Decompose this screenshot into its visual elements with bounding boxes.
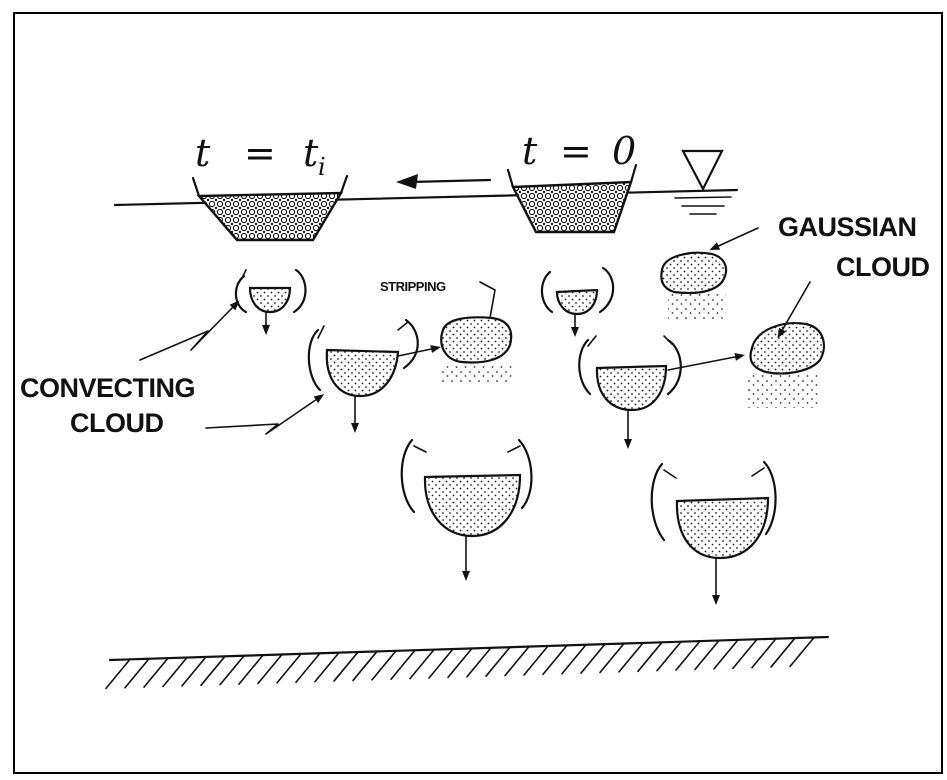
stripping-label: STRIPPING xyxy=(380,279,446,294)
seabed-hatch-line xyxy=(276,653,302,684)
label-time-zero: t = 0 xyxy=(522,129,636,173)
time-initial-subscript: i xyxy=(318,153,326,181)
seabed-hatch-line xyxy=(200,655,226,687)
seabed-hatch-line xyxy=(219,654,245,686)
gaussian-pointer-upper xyxy=(709,227,759,251)
seabed-hatch-line xyxy=(143,657,169,688)
seabed-hatch-line xyxy=(257,653,283,685)
time-initial-t: t xyxy=(195,131,211,175)
motion-arrow-icon xyxy=(396,174,492,189)
hopper-zero xyxy=(506,163,638,234)
seabed-hatch-line xyxy=(751,637,777,669)
seabed-hatch-line xyxy=(713,639,739,670)
time-zero-t: t xyxy=(522,129,538,173)
convecting-cloud-large-right xyxy=(650,460,777,605)
seabed-hatch-line xyxy=(314,651,340,683)
seabed-hatch-line xyxy=(466,646,492,678)
time-zero-value: 0 xyxy=(612,129,636,173)
convecting-cloud-small-right xyxy=(540,266,615,337)
gaussian-label-line2: CLOUD xyxy=(836,252,930,282)
time-initial-equals: = xyxy=(244,131,276,175)
seabed-hatch-line xyxy=(637,641,663,673)
seabed-hatch-line xyxy=(181,656,207,687)
seabed-hatch-line xyxy=(124,657,150,689)
time-zero-equals: = xyxy=(560,129,592,173)
seabed-hatch-line xyxy=(694,639,720,671)
label-time-initial: t = t i xyxy=(195,131,326,181)
time-initial-ti: t xyxy=(303,131,319,175)
seabed-hatch-line xyxy=(428,648,454,679)
hopper-initial xyxy=(191,174,349,242)
seabed-hatch-line xyxy=(295,652,321,684)
seabed-hatch-line xyxy=(371,650,397,681)
convecting-pointer-lower xyxy=(205,394,325,435)
gaussian-cloud-lower-right xyxy=(748,322,825,408)
convecting-pointer-upper xyxy=(139,300,240,361)
seabed-hatch-line xyxy=(447,647,473,679)
seabed-hatch-line xyxy=(162,656,188,688)
seabed-hatch-line xyxy=(599,642,625,674)
seabed-hatch-line xyxy=(390,649,416,681)
water-surface-triangle-icon xyxy=(674,149,732,215)
seabed-hatch-line xyxy=(656,640,682,672)
seabed-hatch-line xyxy=(789,636,815,668)
convecting-cloud-medium-right xyxy=(578,335,745,449)
gaussian-label-line1: GAUSSIAN xyxy=(778,212,917,242)
seabed-hatch-line xyxy=(238,654,264,685)
seabed-hatching-icon xyxy=(105,635,830,690)
convecting-label-line2: CLOUD xyxy=(70,408,164,438)
label-pointers xyxy=(139,227,811,435)
seabed-hatch-line xyxy=(732,638,758,670)
convecting-cloud-large-left xyxy=(400,438,533,581)
gaussian-cloud-upper-right xyxy=(660,251,728,320)
seabed-hatch-line xyxy=(504,645,530,677)
convecting-cloud-medium-left xyxy=(307,318,441,433)
gaussian-cloud-stripped-left xyxy=(440,316,513,384)
seabed-hatch-line xyxy=(333,651,359,682)
convecting-cloud-small-left xyxy=(234,268,307,335)
seabed-hatch-line xyxy=(675,640,701,671)
seabed-hatch-line xyxy=(352,650,378,682)
seabed-hatch-line xyxy=(561,643,587,675)
gaussian-pointer-lower xyxy=(777,281,811,339)
convecting-label-line1: CONVECTING xyxy=(20,373,195,403)
seabed-hatch-line xyxy=(770,637,796,668)
seabed-hatch-line xyxy=(409,648,435,680)
seabed-hatch-line xyxy=(523,645,549,676)
seabed-hatch-line xyxy=(580,643,606,674)
seabed-hatch-line xyxy=(105,658,131,690)
seabed-hatch-line xyxy=(485,646,511,677)
stripping-pointer xyxy=(479,281,496,319)
seabed-hatch-line xyxy=(542,644,568,676)
seabed-hatch-line xyxy=(618,642,644,673)
